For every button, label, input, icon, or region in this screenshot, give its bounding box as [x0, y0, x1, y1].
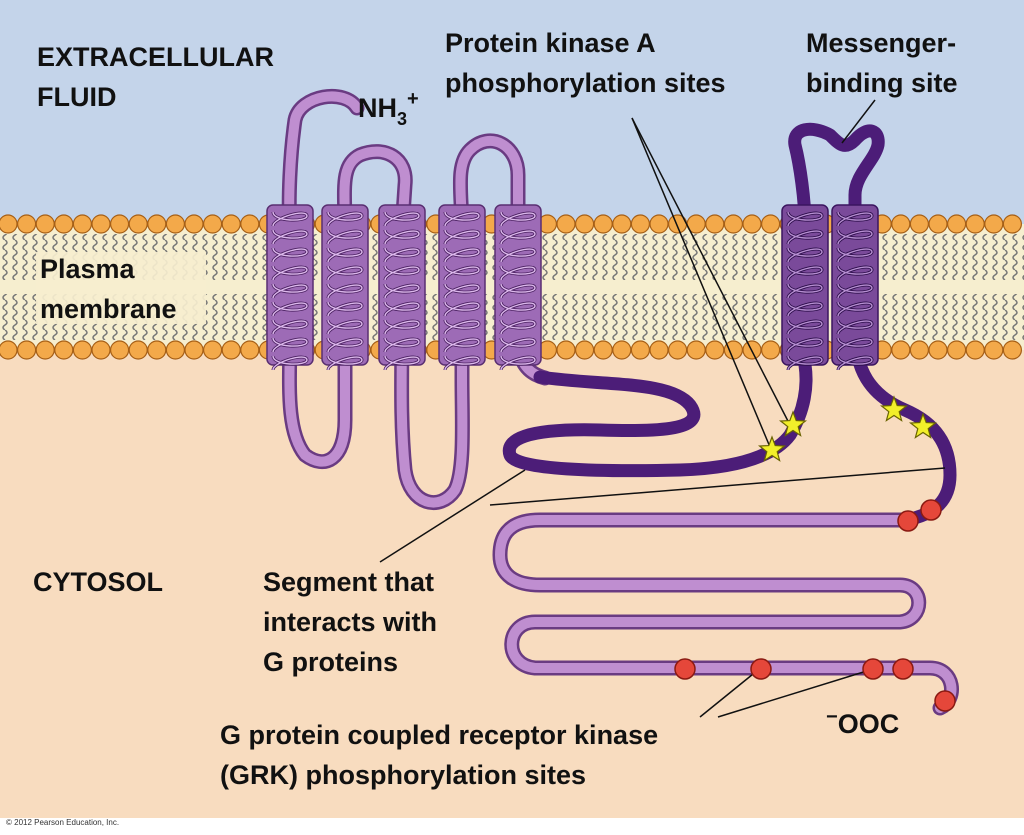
grk-label-line2: (GRK) phosphorylation sites: [220, 760, 586, 790]
transmembrane-helix: [831, 204, 879, 371]
grk-dot-icon: [934, 690, 956, 712]
segment-label-line1: Segment that: [263, 567, 434, 597]
grk-dot-icon: [892, 658, 914, 680]
messenger-label-line1: Messenger-: [806, 28, 956, 58]
svg-text:G protein coupled receptor kin: G protein coupled receptor kinase (GRK) …: [220, 720, 666, 790]
copyright-notice: © 2012 Pearson Education, Inc.: [6, 818, 120, 827]
nh3-label: NH3+: [358, 88, 419, 129]
grk-dot-icon: [674, 658, 696, 680]
plasma-membrane-label-line1: Plasma: [40, 254, 136, 284]
grk-dot-icon: [750, 658, 772, 680]
svg-text:Plasma membrane: Plasma membrane: [40, 254, 177, 324]
cooh-label: −OOC: [826, 706, 899, 739]
grk-dot-icon: [920, 499, 942, 521]
pka-label-line1: Protein kinase A: [445, 28, 655, 58]
c-terminal-dark-segment: [848, 323, 957, 527]
segment-label-line2: interacts with: [263, 607, 437, 637]
svg-text:Protein kinase A phosphory: Protein kinase A phosphorylation sites: [445, 28, 726, 98]
pka-star-icon: [879, 395, 909, 422]
plasma-membrane-label-line2: membrane: [40, 294, 177, 324]
transmembrane-helix: [781, 204, 829, 371]
cytosol-label: CYTOSOL: [33, 567, 163, 597]
transmembrane-helix: [378, 204, 426, 371]
leader-lines: [379, 99, 946, 718]
pka-star-icon: [778, 410, 808, 437]
transmembrane-helix: [321, 204, 369, 371]
svg-text:Messenger- binding site: Messenger- binding site: [806, 28, 964, 98]
segment-label-line3: G proteins: [263, 647, 398, 677]
grk-dot-icon: [897, 510, 919, 532]
grk-label-line1: G protein coupled receptor kinase: [220, 720, 658, 750]
extracellular-label-line1: EXTRACELLULAR: [37, 42, 274, 72]
svg-text:EXTRACELLULAR FLUID: EXTRACELLULAR FLUID: [37, 42, 282, 112]
pka-star-icon: [757, 435, 787, 462]
transmembrane-helix: [494, 204, 542, 371]
messenger-binding-loop: [788, 122, 885, 232]
messenger-label-line2: binding site: [806, 68, 958, 98]
svg-text:Segment that interacts wit: Segment that interacts with G proteins: [263, 567, 445, 677]
grk-dot-icon: [862, 658, 884, 680]
g-protein-interacting-loop: [502, 323, 813, 478]
transmembrane-helix: [438, 204, 486, 371]
transmembrane-helix: [266, 204, 314, 371]
pka-star-icon: [908, 412, 938, 439]
grk-phosphorylation-sites: [674, 499, 956, 712]
extracellular-label-line2: FLUID: [37, 82, 116, 112]
pka-label-line2: phosphorylation sites: [445, 68, 726, 98]
